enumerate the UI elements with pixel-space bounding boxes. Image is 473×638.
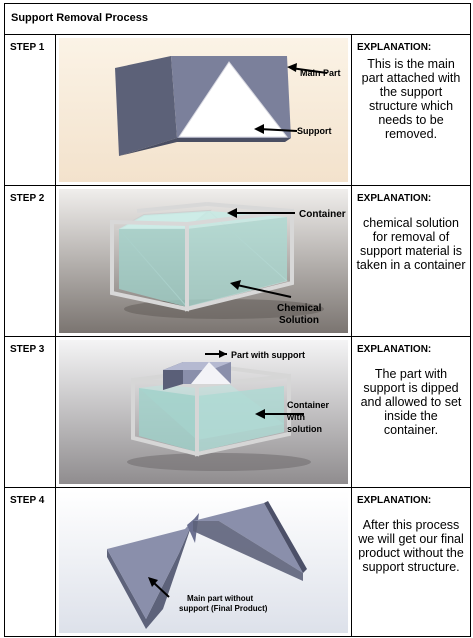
step-label: STEP 1 xyxy=(10,42,45,53)
explanation-heading: EXPLANATION: xyxy=(357,42,432,53)
label-with: with xyxy=(286,412,305,422)
label-container: Container xyxy=(287,400,330,410)
step-image-cell: Main part without support (Final Product… xyxy=(56,488,352,636)
explanation-heading: EXPLANATION: xyxy=(357,495,432,506)
step-image-cell: Container Chemical Solution xyxy=(56,186,352,336)
explanation-cell: EXPLANATION: After this process we will … xyxy=(352,488,470,636)
step-label: STEP 2 xyxy=(10,193,45,204)
step-row-3: STEP 3 xyxy=(5,337,470,488)
label-support: Support xyxy=(297,126,332,136)
explanation-heading: EXPLANATION: xyxy=(357,344,432,355)
label-solution: Solution xyxy=(279,315,319,326)
step-4-image: Main part without support (Final Product… xyxy=(59,491,348,633)
label-container: Container xyxy=(299,209,346,220)
process-table: Support Removal Process STEP 1 xyxy=(4,3,471,637)
explanation-cell: EXPLANATION: This is the main part attac… xyxy=(352,35,470,185)
step-image-cell: Part with support Container with solutio… xyxy=(56,337,352,487)
step-cell: STEP 3 xyxy=(5,337,56,487)
step-row-4: STEP 4 xyxy=(5,488,470,636)
step-1-image: Main Part Support xyxy=(59,38,348,182)
step-label: STEP 3 xyxy=(10,344,45,355)
table-header: Support Removal Process xyxy=(5,4,470,35)
label-solution: solution xyxy=(287,424,322,434)
explanation-text: chemical solution for removal of support… xyxy=(356,216,466,272)
explanation-cell: EXPLANATION: chemical solution for remov… xyxy=(352,186,470,336)
step-3-image: Part with support Container with solutio… xyxy=(59,340,348,484)
step-cell: STEP 2 xyxy=(5,186,56,336)
label-final-product: support (Final Product) xyxy=(179,604,268,613)
explanation-cell: EXPLANATION: The part with support is di… xyxy=(352,337,470,487)
explanation-text: This is the main part attached with the … xyxy=(361,57,461,141)
label-main-part-without: Main part without xyxy=(187,594,254,603)
explanation-text: After this process we will get our final… xyxy=(358,518,464,574)
step-cell: STEP 1 xyxy=(5,35,56,185)
explanation-heading: EXPLANATION: xyxy=(357,193,432,204)
step-cell: STEP 4 xyxy=(5,488,56,636)
explanation-text: The part with support is dipped and allo… xyxy=(360,367,462,437)
step-image-cell: Main Part Support xyxy=(56,35,352,185)
step-row-1: STEP 1 Main Part xyxy=(5,35,470,186)
step-label: STEP 4 xyxy=(10,495,45,506)
step-2-image: Container Chemical Solution xyxy=(59,189,348,333)
step-row-2: STEP 2 xyxy=(5,186,470,337)
label-part-with-support: Part with support xyxy=(231,350,305,360)
table-title: Support Removal Process xyxy=(11,12,148,24)
label-main-part: Main Part xyxy=(300,68,341,78)
label-chemical: Chemical xyxy=(277,303,322,314)
